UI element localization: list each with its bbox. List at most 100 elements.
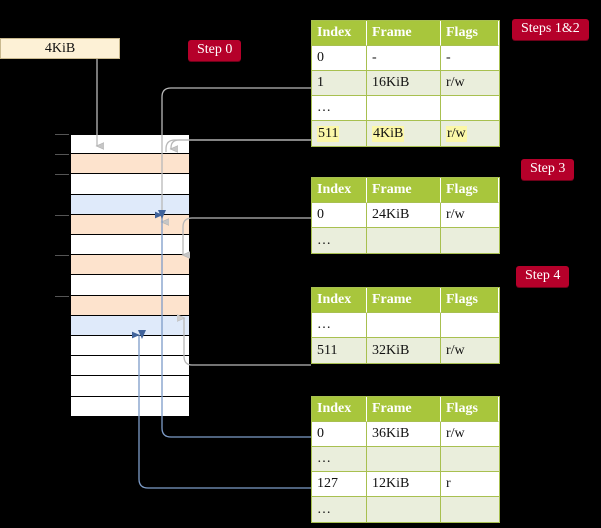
table-cell xyxy=(367,497,441,522)
table-cell: … xyxy=(312,497,367,522)
table-cell: r/w xyxy=(441,71,499,96)
table-row[interactable]: … xyxy=(312,96,499,121)
badge-step-0: Step 0 xyxy=(188,40,242,61)
table-cell: 24KiB xyxy=(367,203,441,228)
table-cell: r/w xyxy=(441,121,499,146)
table-cell xyxy=(441,497,499,522)
table-cell: … xyxy=(312,228,367,253)
memory-frame-row xyxy=(70,336,190,357)
memory-frame-row xyxy=(70,376,190,397)
highlighted-value: 4KiB xyxy=(372,125,405,142)
table-cell xyxy=(441,447,499,472)
memory-frame-row xyxy=(70,194,190,215)
memory-frame-row xyxy=(70,315,190,336)
table-cell: 12KiB xyxy=(367,472,441,497)
column-header-index: Index xyxy=(312,288,367,313)
memory-frame-row xyxy=(70,214,190,235)
table-cell: r/w xyxy=(441,203,499,228)
highlighted-value: r/w xyxy=(446,125,467,142)
column-header-index: Index xyxy=(312,178,367,203)
table-cell: 511 xyxy=(312,338,367,363)
column-header-flags: Flags xyxy=(441,397,499,422)
source-frame-box: 4KiB xyxy=(0,38,120,59)
table-cell: - xyxy=(367,46,441,71)
table-cell xyxy=(367,447,441,472)
table-cell xyxy=(367,96,441,121)
column-header-frame: Frame xyxy=(367,178,441,203)
table-cell: 0 xyxy=(312,203,367,228)
table-row[interactable]: 0-- xyxy=(312,46,499,71)
badge-steps-1-2: Steps 1&2 xyxy=(512,19,589,40)
table-cell xyxy=(367,313,441,338)
table-cell: r xyxy=(441,472,499,497)
wire-t1-511 xyxy=(171,139,311,149)
memory-frame-row xyxy=(70,295,190,316)
column-header-index: Index xyxy=(312,397,367,422)
memory-tick-mark xyxy=(55,134,69,135)
table-cell: 511 xyxy=(312,121,367,146)
table-cell xyxy=(441,313,499,338)
column-header-frame: Frame xyxy=(367,288,441,313)
table-row[interactable]: … xyxy=(312,228,499,253)
badge-step-3: Step 3 xyxy=(521,159,575,180)
memory-frame-row xyxy=(70,174,190,195)
memory-tick-mark xyxy=(55,214,69,216)
memory-frame-row xyxy=(70,154,190,175)
table-cell: 127 xyxy=(312,472,367,497)
table-row[interactable]: … xyxy=(312,497,499,522)
table-cell: 16KiB xyxy=(367,71,441,96)
table-cell xyxy=(441,96,499,121)
table-cell: - xyxy=(441,46,499,71)
memory-frame-row xyxy=(70,255,190,276)
table-cell: 36KiB xyxy=(367,422,441,447)
memory-tick-mark xyxy=(55,295,69,297)
memory-tick-mark xyxy=(55,154,69,156)
table-cell: 0 xyxy=(312,422,367,447)
memory-frame-row xyxy=(70,134,190,155)
physical-memory-column xyxy=(55,134,190,417)
column-header-flags: Flags xyxy=(441,21,499,46)
memory-tick-mark xyxy=(55,174,69,176)
memory-frame-row xyxy=(70,356,190,377)
badge-step-4: Step 4 xyxy=(516,266,570,287)
column-header-flags: Flags xyxy=(441,288,499,313)
column-header-frame: Frame xyxy=(367,397,441,422)
table-cell: 32KiB xyxy=(367,338,441,363)
table-cell: … xyxy=(312,313,367,338)
highlighted-value: 511 xyxy=(317,125,340,142)
table-row[interactable]: … xyxy=(312,313,499,338)
table-cell: 4KiB xyxy=(367,121,441,146)
table-cell: … xyxy=(312,447,367,472)
table-cell: r/w xyxy=(441,338,499,363)
wire-t2-0 xyxy=(183,217,311,255)
column-header-index: Index xyxy=(312,21,367,46)
memory-frame-row xyxy=(70,275,190,296)
table-cell xyxy=(441,228,499,253)
source-frame-label: 4KiB xyxy=(44,40,76,56)
column-header-flags: Flags xyxy=(441,178,499,203)
table-row[interactable]: … xyxy=(312,447,499,472)
wire-t3-511 xyxy=(184,318,311,366)
memory-tick-mark xyxy=(55,255,69,257)
memory-frame-row xyxy=(70,396,190,417)
table-cell: 0 xyxy=(312,46,367,71)
table-cell: 1 xyxy=(312,71,367,96)
memory-frame-row xyxy=(70,235,190,256)
table-cell xyxy=(367,228,441,253)
column-header-frame: Frame xyxy=(367,21,441,46)
table-row[interactable]: 511 4KiB r/w xyxy=(312,121,499,146)
